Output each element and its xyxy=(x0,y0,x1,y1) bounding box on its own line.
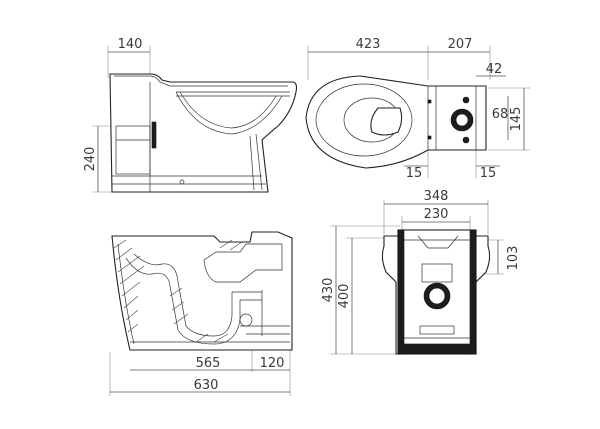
top-view-offset-dimensions: 15 15 xyxy=(404,150,500,181)
section-view: 565 120 630 xyxy=(109,231,293,396)
section-view-inner-length-label: 565 xyxy=(196,356,221,371)
section-view-body xyxy=(111,231,293,351)
section-view-length-dimensions: 565 120 630 xyxy=(109,346,291,396)
top-view-42-dimension: 42 xyxy=(476,62,506,77)
rear-view-total-height-label: 430 xyxy=(321,278,336,303)
top-view-hole-size-label: 68 xyxy=(492,107,509,122)
top-view-length-dimensions: 423 207 xyxy=(307,37,491,80)
side-view-height-dimension: 240 xyxy=(83,125,122,193)
side-view: 140 240 xyxy=(83,37,298,193)
section-view-total-length-label: 630 xyxy=(194,378,219,393)
rear-view: 348 230 430 400 103 xyxy=(321,189,521,355)
top-view-rear-length-label: 207 xyxy=(448,37,473,52)
top-view-rear-width-label: 145 xyxy=(509,107,524,132)
rear-view-body xyxy=(381,229,491,355)
rear-view-inner-width-label: 230 xyxy=(424,207,449,222)
side-view-width-dimension: 140 xyxy=(107,37,151,78)
rear-view-width-dimensions: 348 230 xyxy=(383,189,489,234)
top-view-left-offset-label: 15 xyxy=(406,166,423,181)
top-view-small-offset-label: 42 xyxy=(486,62,503,77)
side-view-height-label: 240 xyxy=(83,147,98,172)
rear-view-width-label: 348 xyxy=(424,189,449,204)
section-view-outlet-label: 120 xyxy=(260,356,285,371)
top-view: 423 207 42 68 145 15 15 xyxy=(305,37,530,181)
rear-view-height-dimensions: 430 400 xyxy=(321,225,400,355)
rear-view-height-label: 400 xyxy=(337,284,352,309)
top-view-body xyxy=(305,75,487,169)
side-view-width-label: 140 xyxy=(118,37,143,52)
top-view-vertical-dimensions: 68 145 xyxy=(488,87,530,151)
side-view-body xyxy=(109,73,298,193)
top-view-right-offset-label: 15 xyxy=(480,166,497,181)
rear-view-outlet-height-label: 103 xyxy=(506,246,521,271)
top-view-bowl-length-label: 423 xyxy=(356,37,381,52)
